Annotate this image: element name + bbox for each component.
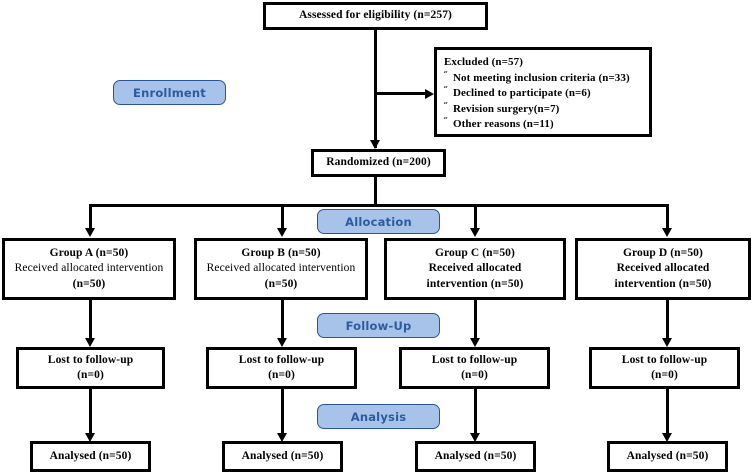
- arrow-into-lost-c: [470, 338, 480, 347]
- analysed-b-label: Analysed (n=50): [241, 449, 324, 462]
- lost-b-line2: (n=0): [268, 369, 295, 381]
- group-b-line2: Received allocated intervention: [206, 262, 356, 275]
- assessed-for-eligibility-box: Assessed for eligibility (n=257): [263, 2, 488, 30]
- bullet-glyph-icon: ˝: [444, 86, 447, 98]
- connector-group-b-to-lost-b: [281, 300, 284, 342]
- lost-c-line2: (n=0): [461, 369, 488, 381]
- group-d-title: Group D (n=50): [623, 247, 703, 260]
- group-a-box: Group A (n=50) Received allocated interv…: [2, 238, 176, 300]
- stage-badge-followup-label: Follow-Up: [345, 318, 412, 333]
- connector-lost-b-to-analysed-b: [281, 389, 284, 436]
- arrow-into-randomized: [370, 140, 380, 149]
- arrow-into-group-c: [470, 228, 480, 237]
- lost-d-line1: Lost to follow-up: [621, 353, 708, 366]
- arrow-into-lost-a: [85, 338, 95, 347]
- lost-to-followup-c-box: Lost to follow-up (n=0): [399, 347, 550, 389]
- analysed-d-box: Analysed (n=50): [607, 441, 728, 472]
- stage-badge-allocation: Allocation: [317, 209, 440, 234]
- group-d-line3: intervention (n=50): [614, 277, 712, 290]
- group-a-line3: (n=50): [72, 277, 106, 290]
- group-b-line3: (n=50): [264, 277, 298, 290]
- arrow-into-lost-d: [662, 338, 672, 347]
- group-d-line2: Received allocated: [616, 262, 710, 275]
- excluded-item-3-label: Revision surgery(n=7): [453, 102, 560, 115]
- lost-b-line1: Lost to follow-up: [238, 353, 325, 366]
- excluded-item-3: ˝ Revision surgery(n=7): [444, 102, 559, 118]
- arrow-into-analysed-a: [85, 433, 95, 442]
- arrow-into-lost-b: [277, 338, 287, 347]
- lost-a-line1: Lost to follow-up: [47, 353, 134, 366]
- group-b-box: Group B (n=50) Received allocated interv…: [194, 238, 368, 300]
- stage-badge-followup: Follow-Up: [317, 313, 440, 338]
- connector-lost-d-to-analysed-d: [666, 389, 669, 436]
- analysed-c-label: Analysed (n=50): [434, 449, 517, 462]
- excluded-item-2-label: Declined to participate (n=6): [453, 87, 591, 100]
- excluded-item-1-label: Not meeting inclusion criteria (n=33): [453, 71, 630, 84]
- analysed-a-box: Analysed (n=50): [30, 441, 151, 472]
- connector-group-c-to-lost-c: [474, 300, 477, 342]
- excluded-item-4-label: Other reasons (n=11): [453, 118, 554, 131]
- arrow-into-group-d: [662, 228, 672, 237]
- group-a-title: Group A (n=50): [49, 247, 129, 260]
- stage-badge-enrollment-label: Enrollment: [133, 85, 206, 100]
- bullet-glyph-icon: ˝: [444, 117, 447, 129]
- arrow-into-group-a: [85, 228, 95, 237]
- bullet-glyph-icon: ˝: [444, 70, 447, 82]
- connector-lost-a-to-analysed-a: [89, 389, 92, 436]
- branch-to-excluded: [374, 92, 426, 95]
- lost-d-line2: (n=0): [651, 369, 678, 381]
- group-b-title: Group B (n=50): [241, 247, 321, 260]
- arrow-into-analysed-c: [470, 433, 480, 442]
- stage-badge-analysis: Analysis: [317, 404, 440, 429]
- group-d-box: Group D (n=50) Received allocated interv…: [575, 238, 751, 300]
- analysed-b-box: Analysed (n=50): [222, 441, 343, 472]
- bullet-glyph-icon: ˝: [444, 101, 447, 113]
- analysed-c-box: Analysed (n=50): [415, 441, 536, 472]
- lost-to-followup-a-box: Lost to follow-up (n=0): [16, 347, 165, 389]
- randomized-label: Randomized (n=200): [326, 156, 431, 169]
- excluded-item-2: ˝ Declined to participate (n=6): [444, 86, 591, 102]
- lost-to-followup-b-box: Lost to follow-up (n=0): [206, 347, 357, 389]
- trunk-randomized-down: [374, 177, 377, 204]
- excluded-box: Excluded (n=57) ˝ Not meeting inclusion c…: [434, 47, 652, 137]
- connector-group-d-to-lost-d: [666, 300, 669, 342]
- allocation-drop-c: [474, 204, 477, 230]
- group-c-line2: Received allocated: [428, 262, 522, 275]
- lost-c-line1: Lost to follow-up: [431, 353, 518, 366]
- excluded-item-1: ˝ Not meeting inclusion criteria (n=33): [444, 71, 630, 87]
- stage-badge-enrollment: Enrollment: [113, 80, 226, 105]
- arrow-into-analysed-d: [662, 433, 672, 442]
- arrow-into-group-b: [277, 228, 287, 237]
- group-c-title: Group C (n=50): [435, 247, 515, 260]
- analysed-a-label: Analysed (n=50): [49, 449, 132, 462]
- connector-lost-c-to-analysed-c: [474, 389, 477, 436]
- lost-to-followup-d-box: Lost to follow-up (n=0): [589, 347, 740, 389]
- assessed-label: Assessed for eligibility (n=257): [299, 9, 452, 22]
- group-c-box: Group C (n=50) Received allocated interv…: [384, 238, 566, 300]
- group-c-line3: intervention (n=50): [426, 277, 524, 290]
- stage-badge-allocation-label: Allocation: [345, 214, 412, 229]
- group-a-line2: Received allocated intervention: [14, 262, 164, 275]
- trunk-assessed-to-randomized: [374, 30, 377, 148]
- randomized-box: Randomized (n=200): [311, 149, 446, 177]
- excluded-heading: Excluded (n=57): [444, 56, 523, 68]
- lost-a-line2: (n=0): [77, 369, 104, 381]
- allocation-drop-d: [666, 204, 669, 230]
- arrow-into-analysed-b: [277, 433, 287, 442]
- connector-group-a-to-lost-a: [89, 300, 92, 342]
- stage-badge-analysis-label: Analysis: [350, 409, 407, 424]
- allocation-distribution-bus: [89, 204, 669, 207]
- arrow-into-excluded: [425, 89, 434, 99]
- allocation-drop-b: [281, 204, 284, 230]
- analysed-d-label: Analysed (n=50): [626, 449, 709, 462]
- allocation-drop-a: [89, 204, 92, 230]
- excluded-item-4: ˝ Other reasons (n=11): [444, 117, 554, 133]
